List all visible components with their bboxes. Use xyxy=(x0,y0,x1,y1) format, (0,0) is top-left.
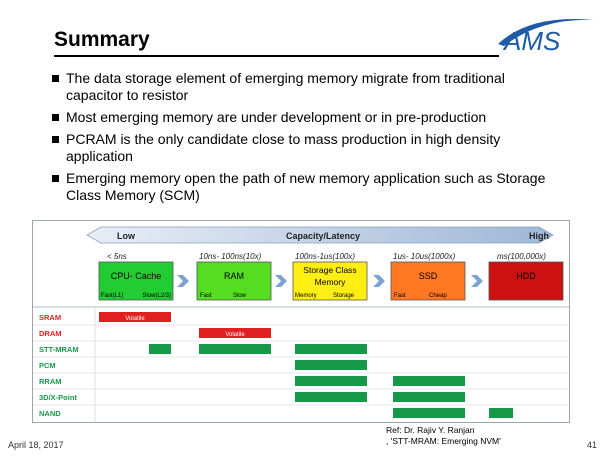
volatile-label: Volatile xyxy=(125,316,145,322)
rram-bar xyxy=(295,376,367,386)
row-label-dram: DRAM xyxy=(39,329,62,338)
volatile-label: Volatile xyxy=(225,332,245,338)
tier-name-line: Storage Class xyxy=(303,265,356,275)
ams-logo: AMS xyxy=(498,19,594,56)
tier-name-line: Memory xyxy=(315,277,346,287)
row-label-stt-mram: STT-MRAM xyxy=(39,345,79,354)
tier-left-label: Memory xyxy=(295,293,317,299)
sram-bar xyxy=(99,312,171,322)
tier-box-hdd xyxy=(488,261,564,301)
chevron-right-icon xyxy=(275,275,287,287)
pcm-bar xyxy=(295,360,367,370)
tier-name: Storage Class xyxy=(303,265,356,275)
latency-label: < 5ns xyxy=(107,252,127,261)
bullet-square-icon xyxy=(52,175,59,182)
bullet-item: Most emerging memory are under developme… xyxy=(50,109,550,126)
tier-name: HDD xyxy=(516,271,536,281)
reference-note: Ref: Dr. Rajiv Y. Ranjan , 'STT-MRAM: Em… xyxy=(386,425,501,446)
tier-right-label: Slow(L2/3) xyxy=(142,293,171,299)
nand-bar xyxy=(489,408,513,418)
stt-mram-bar xyxy=(149,344,171,354)
bullet-list: The data storage element of emerging mem… xyxy=(50,70,550,209)
chevron-right-icon xyxy=(177,275,189,287)
page-number: 41 xyxy=(587,440,598,450)
3d-x-point-bar xyxy=(393,392,465,402)
bullet-square-icon xyxy=(52,114,59,121)
row-label-rram: RRAM xyxy=(39,377,62,386)
latency-label: 10ns- 100ns(10x) xyxy=(199,252,262,261)
footer-date: April 18, 2017 xyxy=(8,440,64,450)
bullet-item: The data storage element of emerging mem… xyxy=(50,70,550,104)
row-grid xyxy=(33,307,569,422)
tier-left-label: Fast xyxy=(394,293,406,299)
3d-x-point-bar xyxy=(295,392,367,402)
row-label-3d-x-point: 3D/X-Point xyxy=(39,393,77,402)
latency-label: ms(100,000x) xyxy=(497,252,546,261)
chevron-right-icon xyxy=(373,275,385,287)
capacity-latency-arrow xyxy=(86,226,554,244)
tier-left-label: Fast(L1) xyxy=(101,293,123,299)
latency-label: 100ns-1us(100x) xyxy=(295,252,355,261)
dram-bar xyxy=(199,328,271,338)
row-label-sram: SRAM xyxy=(39,313,61,322)
bullet-square-icon xyxy=(52,75,59,82)
stt-mram-bar xyxy=(295,344,367,354)
tier-box-ssd xyxy=(390,261,466,301)
nand-bar xyxy=(393,408,465,418)
row-label-nand: NAND xyxy=(39,409,61,418)
tier-box-cpu-cache xyxy=(98,261,174,301)
logo-swoosh xyxy=(498,19,594,46)
tier-name: CPU- Cache xyxy=(111,271,162,281)
stt-mram-bar xyxy=(199,344,271,354)
bullet-square-icon xyxy=(52,136,59,143)
tier-right-label: Cheap xyxy=(429,293,447,299)
tier-right-label: Storage xyxy=(333,293,355,299)
tier-name: SSD xyxy=(419,271,438,281)
latency-label: 1us- 10us(1000x) xyxy=(393,252,456,261)
memory-hierarchy-diagram: Low Capacity/Latency High < 5ns 10ns- 10… xyxy=(32,220,570,423)
axis-low-label: Low xyxy=(117,231,136,241)
chevron-right-icon xyxy=(471,275,483,287)
tier-box-storage-class-memory xyxy=(292,261,368,301)
row-label-pcm: PCM xyxy=(39,361,56,370)
rram-bar xyxy=(393,376,465,386)
bullet-item: PCRAM is the only candidate close to mas… xyxy=(50,131,550,165)
axis-label: Capacity/Latency xyxy=(286,231,360,241)
axis-high-label: High xyxy=(529,231,549,241)
tier-left-label: Fast xyxy=(200,293,212,299)
tier-right-label: Slow xyxy=(233,293,247,299)
title-underline xyxy=(54,55,499,57)
tier-box-ram xyxy=(196,261,272,301)
logo-text: AMS xyxy=(502,26,561,56)
slide-title: Summary xyxy=(54,28,150,51)
tier-name: RAM xyxy=(224,271,244,281)
bullet-item: Emerging memory open the path of new mem… xyxy=(50,170,550,204)
